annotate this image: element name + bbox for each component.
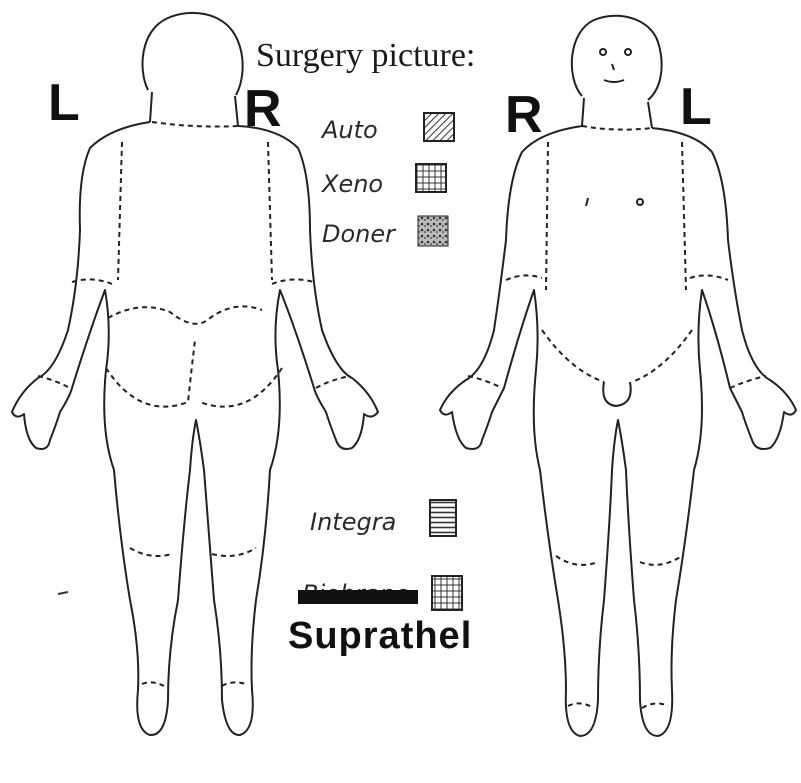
- nipple-marks: [586, 198, 643, 206]
- legend-struck-swatch: [432, 576, 462, 610]
- stray-mark: [58, 592, 68, 594]
- front-body-outline: [440, 126, 796, 736]
- legend-auto-label: Auto: [320, 116, 378, 144]
- front-head-outline: [572, 16, 662, 100]
- orientation-front-right: R: [505, 86, 543, 144]
- orientation-front-left: L: [680, 78, 712, 136]
- legend-xeno-label: Xeno: [320, 170, 383, 198]
- legend-donor-label: Doner: [322, 220, 397, 248]
- legend-integra-label: Integra: [310, 508, 396, 536]
- page-title: Surgery picture:: [256, 37, 475, 74]
- front-view-figure: [440, 16, 796, 736]
- dressing-legend: Integra Biobrane Suprathel: [288, 500, 472, 657]
- orientation-back-right: R: [244, 80, 282, 138]
- legend-xeno-swatch: [416, 164, 446, 192]
- legend-donor-swatch: [418, 216, 448, 246]
- face-features: [600, 49, 631, 82]
- orientation-back-left: L: [48, 74, 80, 132]
- back-head-outline: [143, 13, 243, 95]
- strikeout-bar: [298, 590, 418, 604]
- graft-legend: Auto Xeno Doner: [320, 113, 454, 248]
- legend-integra-swatch: [430, 500, 456, 536]
- legend-auto-swatch: [424, 113, 454, 141]
- legend-suprathel-label: Suprathel: [288, 615, 472, 657]
